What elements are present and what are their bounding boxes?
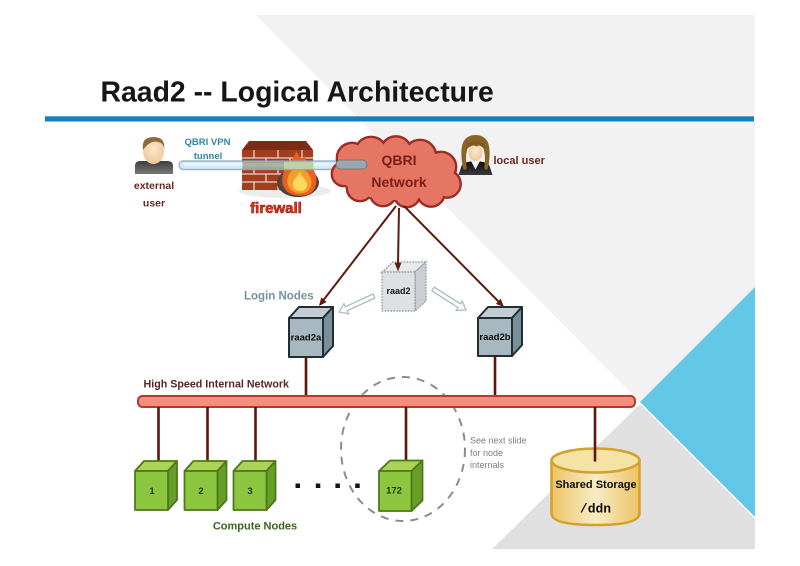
svg-text:Shared Storage: Shared Storage	[555, 479, 636, 491]
svg-text:raad2b: raad2b	[479, 332, 510, 343]
svg-text:Network: Network	[371, 174, 426, 190]
svg-text:firewall: firewall	[250, 200, 302, 217]
svg-text:raad2a: raad2a	[291, 333, 322, 344]
svg-text:tunnel: tunnel	[194, 151, 223, 162]
svg-text:See next slide: See next slide	[470, 436, 527, 446]
svg-text:internals: internals	[470, 460, 505, 470]
svg-text:1: 1	[149, 486, 155, 497]
svg-text:Raad2 -- Logical Architecture: Raad2 -- Logical Architecture	[101, 77, 494, 109]
svg-text:3: 3	[247, 486, 252, 497]
svg-text:172: 172	[386, 486, 402, 497]
svg-text:user: user	[143, 198, 165, 210]
svg-text:QBRI VPN: QBRI VPN	[185, 137, 231, 148]
svg-text:QBRI: QBRI	[382, 152, 417, 168]
svg-text:/ddn: /ddn	[580, 502, 611, 517]
svg-text:Compute Nodes: Compute Nodes	[213, 521, 297, 533]
svg-text:2: 2	[198, 486, 203, 497]
svg-text:Login Nodes: Login Nodes	[244, 291, 314, 303]
svg-text:High Speed Internal Network: High Speed Internal Network	[144, 379, 290, 391]
svg-text:raad2: raad2	[386, 286, 410, 296]
svg-text:for node: for node	[470, 448, 503, 458]
svg-text:external: external	[134, 180, 174, 192]
svg-text:local user: local user	[494, 155, 546, 167]
